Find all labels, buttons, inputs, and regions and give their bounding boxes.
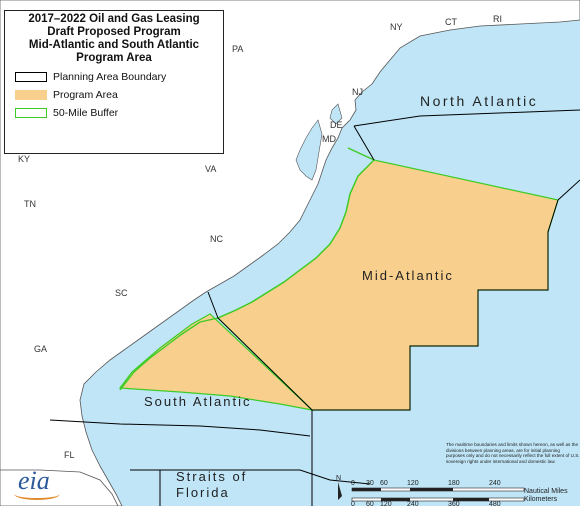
state-label-ct: CT [445,17,457,27]
legend-item-label: Program Area [53,89,118,101]
state-label-md: MD [322,134,336,144]
state-label-pa: PA [232,44,243,54]
legend-title: 2017–2022 Oil and Gas Leasing Draft Prop… [28,13,200,64]
scale-bar: N 0 30 60 120 180 240 Nautical Miles 0 6… [336,475,568,506]
line-swatch-icon [15,108,47,119]
outline-swatch-icon [15,72,47,83]
scale-nautical-tick: 0 [351,480,355,487]
eia-logo-arc-icon [14,488,60,500]
scale-bar-nautical-seg2 [410,488,453,491]
fill-swatch-icon [15,90,47,101]
state-label-ky: KY [18,154,30,164]
state-label-ri: RI [493,14,502,24]
scale-nautical-tick: 60 [380,480,388,487]
scale-nautical-tick: 120 [407,480,419,487]
area-label-mid-atlantic: Mid-Atlantic [362,268,454,283]
area-label-south-atlantic: South Atlantic [144,394,252,409]
scale-bar-nautical-seg1 [352,488,381,491]
state-label-ny: NY [390,22,403,32]
scale-km-tick: 120 [380,501,392,506]
legend-item-planning-area-boundary: Planning Area Boundary [15,71,166,83]
state-label-nc: NC [210,234,223,244]
legend-item-buffer: 50-Mile Buffer [15,107,118,119]
scale-bar-km-seg1 [381,498,410,501]
map-legend: 2017–2022 Oil and Gas Leasing Draft Prop… [4,10,224,154]
state-label-nj: NJ [352,87,363,97]
state-label-va: VA [205,164,216,174]
scale-km-tick: 480 [489,501,501,506]
scale-km-tick: 0 [351,501,355,506]
area-label-north-atlantic: North Atlantic [420,93,538,109]
legend-item-program-area: Program Area [15,89,118,101]
scale-km-tick: 240 [407,501,419,506]
scale-nautical-tick: 180 [448,480,460,487]
disclaimer-text: The maritime boundaries and limits shown… [446,442,580,464]
program-area-south-atlantic [118,313,314,411]
area-label-straits-line1: Straits of [176,469,247,484]
state-label-de: DE [330,120,343,130]
area-label-straits-line2: Florida [176,485,230,500]
delaware-bay [329,103,343,125]
legend-item-label: Planning Area Boundary [53,71,167,83]
planning-area-boundaries [49,109,580,506]
scale-km-unit: Kilometers [524,496,558,503]
chesapeake-bay [295,119,323,181]
state-label-ga: GA [34,344,47,354]
state-labels: NY CT RI PA NJ DE MD WV KY VA TN NC SC G… [18,14,502,460]
scale-nautical-tick: 240 [489,480,501,487]
state-label-fl: FL [64,450,75,460]
buffer-line [119,147,376,391]
scale-bar-km [351,497,525,502]
legend-item-label: 50-Mile Buffer [53,107,119,119]
north-arrow: N [336,475,341,482]
north-arrow-icon [338,482,342,500]
scale-nautical-tick: 30 [366,480,374,487]
scale-km-tick: 360 [448,501,460,506]
scale-bar-km-seg2 [453,498,489,501]
scale-km-tick: 60 [366,501,374,506]
state-label-tn: TN [24,199,36,209]
scale-nautical-unit: Nautical Miles [524,488,568,495]
state-label-sc: SC [115,288,128,298]
